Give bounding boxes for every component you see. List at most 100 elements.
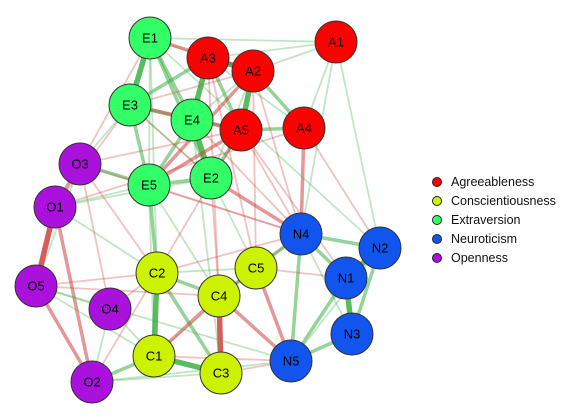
legend-dot xyxy=(432,176,442,187)
node-label: A4 xyxy=(296,121,312,136)
legend-dot xyxy=(432,252,442,263)
edge-O1-O2 xyxy=(53,205,94,384)
node-A2: A2 xyxy=(231,49,275,93)
node-N1: N1 xyxy=(324,256,368,300)
node-circle xyxy=(199,351,243,395)
node-N5: N5 xyxy=(269,339,313,383)
edge-O2-N5 xyxy=(91,360,292,383)
node-circle xyxy=(132,334,176,378)
node-label: O1 xyxy=(46,200,63,215)
node-label: C3 xyxy=(213,366,230,381)
edge-O2-C3 xyxy=(91,372,222,383)
legend-item-agreeableness: Agreeableness xyxy=(432,172,556,191)
node-label: O2 xyxy=(83,375,100,390)
node-label: A5 xyxy=(233,123,249,138)
legend-dot xyxy=(432,214,442,225)
node-circle xyxy=(219,108,263,152)
edge-O5-N5 xyxy=(35,285,292,362)
node-label: A2 xyxy=(245,64,261,79)
node-circle xyxy=(231,49,275,93)
node-label: A3 xyxy=(200,51,216,66)
edges-layer xyxy=(33,35,383,384)
node-C1: C1 xyxy=(132,334,176,378)
node-label: N2 xyxy=(372,241,389,256)
edge-E5-N4 xyxy=(148,184,302,235)
node-O4: O4 xyxy=(88,287,132,331)
node-label: N5 xyxy=(283,354,300,369)
node-label: N4 xyxy=(293,227,310,242)
node-label: O3 xyxy=(71,157,88,172)
node-circle xyxy=(279,212,323,256)
edge-A1-N2 xyxy=(335,41,381,249)
edge-A5-N1 xyxy=(240,129,347,279)
node-O2: O2 xyxy=(70,360,114,404)
node-circle xyxy=(88,287,132,331)
node-E5: E5 xyxy=(127,163,171,207)
node-circle xyxy=(33,185,77,229)
node-label: A1 xyxy=(328,35,344,50)
node-label: C1 xyxy=(146,349,163,364)
node-circle xyxy=(269,339,313,383)
edge-O3-N4 xyxy=(79,163,302,235)
legend-item-extraversion: Extraversion xyxy=(432,210,556,229)
node-label: N3 xyxy=(344,327,361,342)
node-E4: E4 xyxy=(170,98,214,142)
node-label: E2 xyxy=(203,171,219,186)
node-A1: A1 xyxy=(314,20,358,64)
node-E3: E3 xyxy=(108,83,152,127)
node-label: E4 xyxy=(184,113,200,128)
edge-O3-O4 xyxy=(79,163,111,310)
node-label: O5 xyxy=(27,279,44,294)
edge-E1-A1 xyxy=(149,37,337,43)
node-circle xyxy=(282,106,326,150)
node-C4: C4 xyxy=(197,274,241,318)
legend-label: Neuroticism xyxy=(451,231,517,246)
node-label: E5 xyxy=(141,178,157,193)
node-circle xyxy=(234,246,278,290)
node-circle xyxy=(324,256,368,300)
edge-E1-C2 xyxy=(149,37,158,274)
edge-C2-N4 xyxy=(156,233,302,274)
node-label: C2 xyxy=(149,266,166,281)
legend-label: Openness xyxy=(451,250,508,265)
node-circle xyxy=(330,312,374,356)
node-label: O4 xyxy=(101,302,118,317)
node-circle xyxy=(170,98,214,142)
node-N2: N2 xyxy=(358,226,402,270)
node-circle xyxy=(189,156,233,200)
node-label: C5 xyxy=(248,261,265,276)
node-circle xyxy=(197,274,241,318)
node-circle xyxy=(127,163,171,207)
node-circle xyxy=(70,360,114,404)
node-circle xyxy=(128,16,172,60)
legend-dot xyxy=(432,233,442,244)
node-O3: O3 xyxy=(58,142,102,186)
node-circle xyxy=(58,142,102,186)
node-circle xyxy=(314,20,358,64)
legend-item-openness: Openness xyxy=(432,248,556,267)
edge-O3-A5 xyxy=(79,129,242,165)
node-label: N1 xyxy=(338,271,355,286)
legend: Agreeableness Conscientiousness Extraver… xyxy=(432,172,556,267)
node-N3: N3 xyxy=(330,312,374,356)
node-A4: A4 xyxy=(282,106,326,150)
edge-A2-N4 xyxy=(252,70,302,235)
node-C3: C3 xyxy=(199,351,243,395)
legend-item-conscientiousness: Conscientiousness xyxy=(432,191,556,210)
legend-label: Agreeableness xyxy=(451,174,535,189)
edge-E5-C4 xyxy=(148,184,220,297)
edge-A2-C5 xyxy=(252,70,257,269)
node-O5: O5 xyxy=(14,264,58,308)
node-circle xyxy=(358,226,402,270)
edge-O1-A4 xyxy=(54,127,305,208)
node-circle xyxy=(14,264,58,308)
node-circle xyxy=(108,83,152,127)
node-C2: C2 xyxy=(135,251,179,295)
node-N4: N4 xyxy=(279,212,323,256)
legend-label: Conscientiousness xyxy=(451,193,556,208)
node-label: E1 xyxy=(142,31,158,46)
node-O1: O1 xyxy=(33,185,77,229)
node-C5: C5 xyxy=(234,246,278,290)
